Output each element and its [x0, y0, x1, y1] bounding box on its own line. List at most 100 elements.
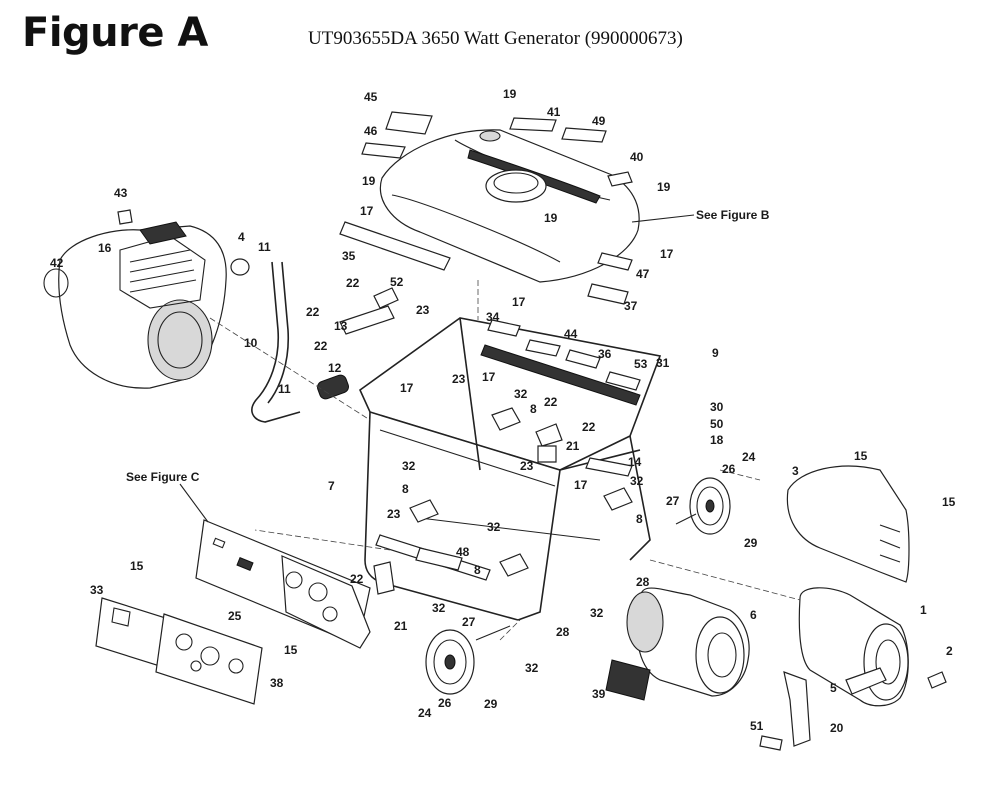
part-callout-32: 32 [432, 601, 446, 615]
part-callout-29: 29 [744, 536, 758, 550]
panel-plates [95, 597, 263, 705]
part-callout-47: 47 [636, 267, 650, 281]
part-callout-17: 17 [400, 381, 414, 395]
part-callout-32: 32 [514, 387, 528, 401]
part-callout-27: 27 [666, 494, 680, 508]
end-shield [786, 465, 910, 583]
part-callout-11: 11 [258, 240, 271, 254]
part-callout-6: 6 [750, 608, 757, 622]
part-callout-19: 19 [503, 87, 517, 101]
part-callout-23: 23 [416, 303, 430, 317]
part-callout-8: 8 [530, 402, 537, 416]
part-callout-31: 31 [656, 356, 670, 370]
part-callout-32: 32 [630, 474, 644, 488]
part-callout-22: 22 [582, 420, 596, 434]
wheel-left [425, 625, 511, 695]
part-callout-28: 28 [556, 625, 570, 639]
part-callout-36: 36 [598, 347, 612, 361]
part-callout-4: 4 [238, 230, 245, 244]
muffler-bracket [339, 287, 399, 335]
part-callout-44: 44 [564, 327, 578, 341]
air-and-fuel-parts [230, 258, 349, 423]
figure-label: Figure A [22, 10, 208, 56]
part-callout-16: 16 [98, 241, 112, 255]
part-callout-17: 17 [482, 370, 496, 384]
part-callout-20: 20 [830, 721, 844, 735]
part-callout-43: 43 [114, 186, 128, 200]
part-callout-29: 29 [484, 697, 498, 711]
part-callout-38: 38 [270, 676, 284, 690]
part-callout-19: 19 [362, 174, 376, 188]
part-callout-8: 8 [402, 482, 409, 496]
see-figure-b-note: See Figure B [696, 208, 770, 222]
part-callout-32: 32 [402, 459, 416, 473]
part-callout-48: 48 [456, 545, 470, 559]
part-callout-2: 2 [946, 644, 953, 658]
part-callout-37: 37 [624, 299, 638, 313]
part-callout-21: 21 [394, 619, 408, 633]
part-callout-35: 35 [342, 249, 356, 263]
part-callout-32: 32 [487, 520, 501, 534]
part-callout-22: 22 [350, 572, 364, 586]
reference-notes: See Figure B See Figure C [126, 208, 770, 523]
part-callout-24: 24 [418, 706, 432, 720]
part-callout-21: 21 [566, 439, 580, 453]
part-callout-17: 17 [660, 247, 674, 261]
part-callout-9: 9 [712, 346, 719, 360]
part-callout-26: 26 [722, 462, 736, 476]
part-callout-33: 33 [90, 583, 104, 597]
part-callout-1: 1 [920, 603, 927, 617]
part-callout-45: 45 [364, 90, 378, 104]
see-figure-c-note: See Figure C [126, 470, 200, 484]
part-callout-30: 30 [710, 400, 724, 414]
part-callout-40: 40 [630, 150, 644, 164]
part-callout-15: 15 [130, 559, 144, 573]
part-callout-17: 17 [574, 478, 588, 492]
engine [43, 209, 227, 389]
alternator-housing [798, 587, 947, 707]
part-callout-32: 32 [590, 606, 604, 620]
part-callout-24: 24 [742, 450, 756, 464]
part-callout-18: 18 [710, 433, 724, 447]
control-panel [195, 519, 371, 649]
diagram-title: UT903655DA 3650 Watt Generator (99000067… [308, 28, 683, 49]
part-callout-8: 8 [474, 563, 481, 577]
tank-decals [339, 111, 633, 305]
part-callout-22: 22 [306, 305, 320, 319]
part-callout-51: 51 [750, 719, 764, 733]
part-callout-15: 15 [284, 643, 298, 657]
part-callout-39: 39 [592, 687, 606, 701]
part-callout-26: 26 [438, 696, 452, 710]
part-callout-25: 25 [228, 609, 242, 623]
part-callout-15: 15 [854, 449, 868, 463]
part-callout-23: 23 [452, 372, 466, 386]
part-callout-13: 13 [334, 319, 348, 333]
assembly-guide-lines [209, 280, 801, 641]
fuel-tank [379, 129, 640, 283]
part-callout-23: 23 [387, 507, 401, 521]
part-callout-32: 32 [525, 661, 539, 675]
part-callout-41: 41 [547, 105, 561, 119]
part-callout-22: 22 [314, 339, 328, 353]
part-callout-52: 52 [390, 275, 404, 289]
part-callout-12: 12 [328, 361, 342, 375]
part-callout-19: 19 [544, 211, 558, 225]
frame-decals [415, 319, 641, 571]
part-callout-17: 17 [360, 204, 374, 218]
isolator-mounts [373, 407, 633, 595]
part-callout-19: 19 [657, 180, 671, 194]
part-callout-7: 7 [328, 479, 335, 493]
part-callout-34: 34 [486, 310, 500, 324]
part-callout-8: 8 [636, 512, 643, 526]
part-callout-17: 17 [512, 295, 526, 309]
part-callout-15: 15 [942, 495, 956, 509]
bracket-20-51 [759, 671, 811, 751]
wheel-right [675, 477, 731, 535]
part-callout-22: 22 [544, 395, 558, 409]
part-callout-22: 22 [346, 276, 360, 290]
part-callout-10: 10 [244, 336, 258, 350]
part-callout-50: 50 [710, 417, 724, 431]
part-callout-49: 49 [592, 114, 606, 128]
